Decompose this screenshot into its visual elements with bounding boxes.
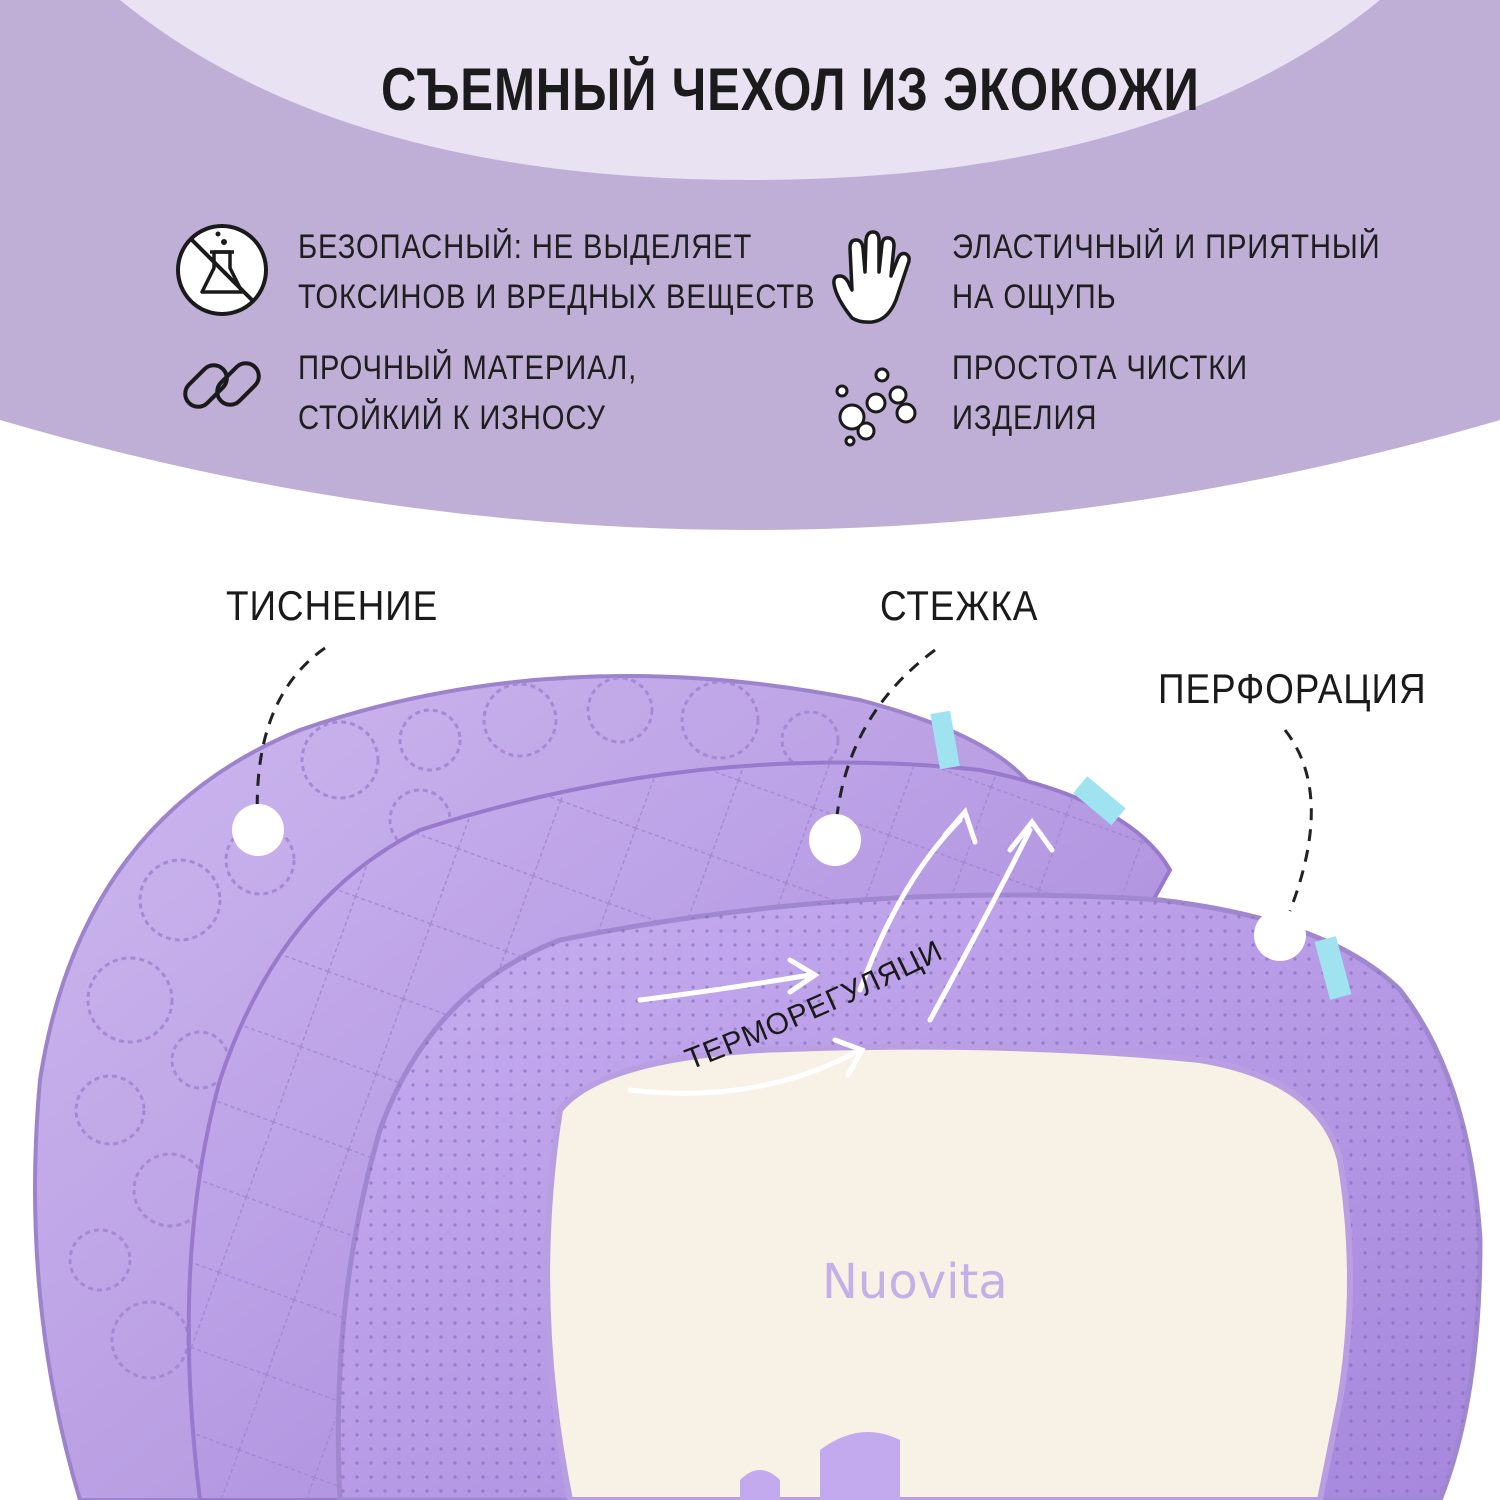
no-toxins-icon: [176, 224, 268, 316]
feature-durable-line1: ПРОЧНЫЙ МАТЕРИАЛ,: [298, 349, 638, 387]
feature-safe-line2: ТОКСИНОВ И ВРЕДНЫХ ВЕЩЕСТВ: [298, 278, 816, 316]
feature-safe-line1: БЕЗОПАСНЫЙ: НЕ ВЫДЕЛЯЕТ: [298, 228, 753, 266]
chain-link-icon: [183, 361, 261, 409]
feature-cleaning-line1: ПРОСТОТА ЧИСТКИ: [952, 349, 1249, 387]
feature-cleaning: ПРОСТОТА ЧИСТКИ ИЗДЕЛИЯ: [952, 343, 1248, 443]
bubbles-icon: [835, 367, 917, 447]
airflow-arrows: [627, 807, 1055, 1096]
feature-durable-line2: СТОЙКИЙ К ИЗНОСУ: [298, 399, 606, 437]
brand-embroidery: Nuovita: [822, 1254, 1008, 1310]
label-embossing: ТИСНЕНИЕ: [226, 582, 439, 629]
label-stitching: СТЕЖКА: [880, 582, 1039, 629]
leader-lines: [255, 646, 1313, 936]
feature-elastic: ЭЛАСТИЧНЫЙ И ПРИЯТНЫЙ НА ОЩУПЬ: [952, 222, 1380, 322]
pad-perforated: [335, 892, 1483, 1500]
leader-dots: [232, 804, 1306, 961]
header-band: [0, 0, 1500, 560]
feature-elastic-line1: ЭЛАСТИЧНЫЙ И ПРИЯТНЫЙ: [952, 228, 1381, 266]
page-title: СЪЕМНЫЙ ЧЕХОЛ ИЗ ЭКОКОЖИ: [381, 56, 1200, 123]
feature-cleaning-line2: ИЗДЕЛИЯ: [952, 399, 1098, 437]
brand-tags: [930, 710, 1352, 1000]
feature-safe: БЕЗОПАСНЫЙ: НЕ ВЫДЕЛЯЕТ ТОКСИНОВ И ВРЕДН…: [298, 222, 815, 322]
feature-elastic-line2: НА ОЩУПЬ: [952, 278, 1117, 316]
pads-illustration: Nuovita: [0, 560, 1483, 1500]
feature-durable: ПРОЧНЫЙ МАТЕРИАЛ, СТОЙКИЙ К ИЗНОСУ: [298, 343, 637, 443]
hand-icon: [832, 230, 911, 324]
label-perforation: ПЕРФОРАЦИЯ: [1158, 665, 1427, 712]
